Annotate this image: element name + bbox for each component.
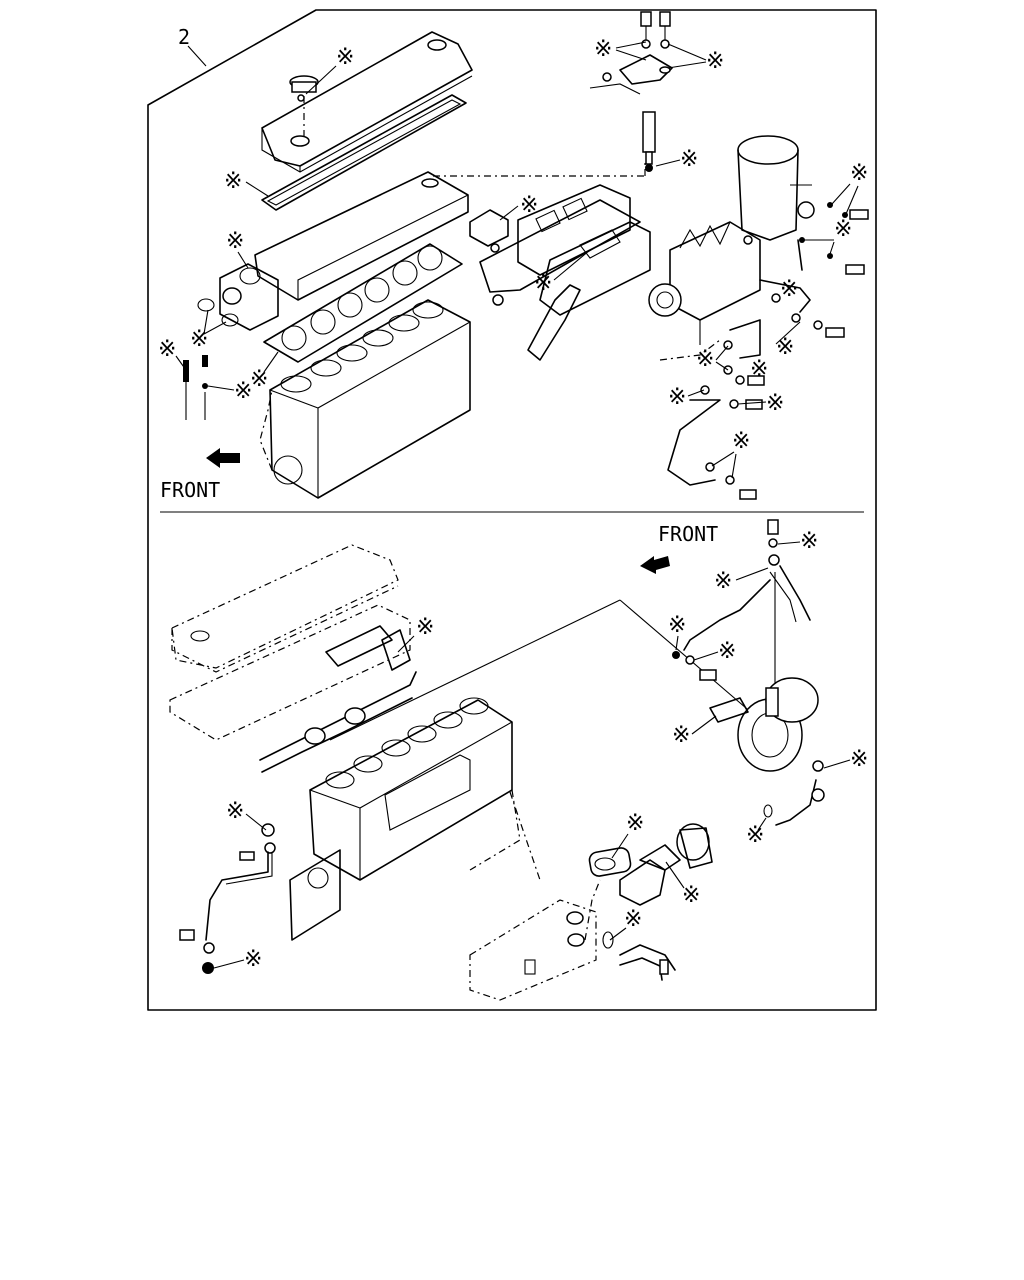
- gasket-mark: ※: [732, 429, 750, 454]
- gasket-mark: ※: [244, 947, 262, 972]
- gasket-mark: ※: [626, 811, 644, 836]
- injector-assembly: [589, 11, 673, 172]
- gasket-mark: ※: [718, 639, 736, 664]
- head-gasket: [263, 243, 463, 363]
- turbocharger: [709, 677, 819, 772]
- thermostat-housing: [197, 263, 279, 331]
- o-ring-low: [221, 313, 239, 327]
- front-label-bottom: FRONT: [658, 522, 718, 546]
- gasket-mark: ※: [336, 45, 354, 70]
- fuel-lines-right: [659, 202, 869, 500]
- rocker-cover-bottom: [169, 544, 411, 741]
- injection-pump: [648, 221, 761, 345]
- gasket-mark: ※: [226, 229, 244, 254]
- gasket-mark: ※: [416, 615, 434, 640]
- gasket-mark: ※: [672, 723, 690, 748]
- gasket-mark: ※: [190, 327, 208, 352]
- gasket-mark: ※: [224, 169, 242, 194]
- gasket-mark: ※: [158, 337, 176, 362]
- oil-pipe-left: [179, 823, 276, 974]
- gasket-mark: ※: [766, 391, 784, 416]
- rocker-cover-gasket: [261, 94, 467, 211]
- turbo-leader-lines: [329, 572, 776, 881]
- gasket-mark: ※: [668, 385, 686, 410]
- turbo-oil-feed-pipe: [672, 519, 811, 681]
- gasket-mark: ※: [534, 271, 552, 296]
- gasket-mark: ※: [696, 347, 714, 372]
- diagram-frame: [147, 9, 877, 1011]
- gasket-mark: ※: [850, 747, 868, 772]
- gasket-mark: ※: [850, 161, 868, 186]
- gasket-mark: ※: [624, 907, 642, 932]
- callout-number-text: 2: [178, 25, 190, 49]
- gasket-mark: ※: [520, 193, 538, 218]
- gasket-mark: ※: [226, 799, 244, 824]
- head-studs: [183, 355, 208, 420]
- gasket-mark: ※: [746, 823, 764, 848]
- cylinder-block-top: [259, 299, 471, 499]
- cylinder-block-bottom: [289, 697, 521, 941]
- fuel-filter: [737, 135, 815, 245]
- gasket-mark: ※: [682, 883, 700, 908]
- gasket-mark: ※: [750, 357, 768, 382]
- gasket-mark: ※: [668, 613, 686, 638]
- callout-number: 2: [178, 25, 207, 67]
- gasket-mark: ※: [234, 379, 252, 404]
- gasket-mark: ※: [780, 277, 798, 302]
- gasket-mark: ※: [776, 335, 794, 360]
- o-ring-mid: [197, 298, 215, 312]
- front-arrow-bottom: FRONT: [640, 522, 718, 574]
- rocker-cover: [261, 31, 473, 173]
- turbo-oil-return-pipe: [763, 760, 825, 826]
- o-ring-upper: [239, 267, 261, 285]
- exhaust-manifold-bottom: [259, 671, 417, 773]
- gasket-mark: ※: [834, 217, 852, 242]
- water-outlet-bottom: [584, 823, 713, 941]
- cylinder-head: [254, 160, 646, 301]
- gasket-mark: ※: [714, 569, 732, 594]
- gasket-mark: ※: [706, 49, 724, 74]
- gasket-mark: ※: [594, 37, 612, 62]
- front-label-top: FRONT: [160, 478, 220, 502]
- oil-cooler-housing: [469, 899, 676, 1001]
- gasket-mark: ※: [680, 147, 698, 172]
- intake-manifold: [469, 184, 651, 361]
- gasket-mark: ※: [800, 529, 818, 554]
- gasket-mark: ※: [250, 367, 268, 392]
- front-arrow-top: FRONT: [160, 448, 240, 502]
- gasket-marks: ※ ※ ※ ※ ※ ※ ※ ※ ※ ※ ※ ※ ※ ※ ※ ※ ※: [158, 37, 868, 972]
